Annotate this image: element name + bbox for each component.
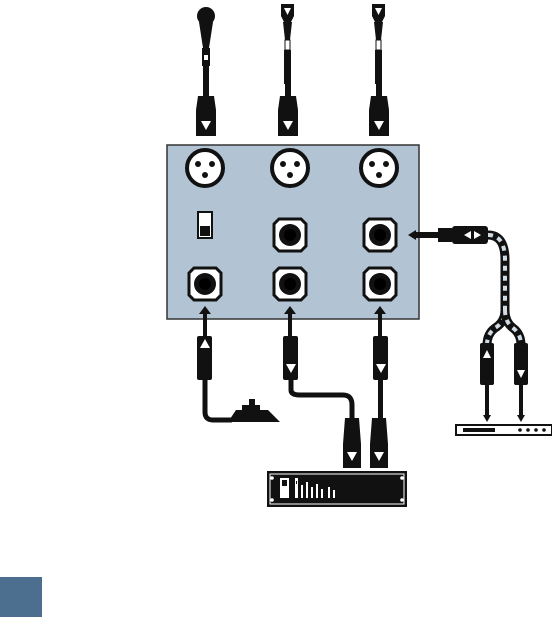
xlr-connector-icon — [196, 84, 216, 136]
xlr-input-3[interactable] — [361, 150, 397, 186]
xlr-input-2[interactable] — [272, 150, 308, 186]
output-cable-2 — [283, 306, 361, 468]
y-insert-cable — [408, 226, 528, 422]
xlr-cable-top-3 — [372, 4, 385, 84]
page-tab — [0, 577, 42, 617]
jack-insert-3[interactable] — [364, 219, 396, 251]
handheld-mic-icon — [197, 7, 215, 66]
xlr-cable-top-2 — [281, 4, 294, 84]
jack-output-2[interactable] — [274, 268, 306, 300]
rack-processor — [267, 471, 407, 507]
xlr-connector-icon — [278, 84, 298, 136]
footswitch-icon — [228, 399, 280, 422]
jack-insert-2[interactable] — [274, 219, 306, 251]
xlr-connector-icon — [369, 84, 389, 136]
jack-output-1[interactable] — [189, 268, 221, 300]
output-cable-3 — [370, 306, 388, 468]
footswitch-cable — [197, 306, 232, 420]
jack-output-3[interactable] — [364, 268, 396, 300]
xlr-input-1[interactable] — [187, 150, 223, 186]
pad-switch[interactable] — [198, 212, 212, 238]
rack-unit-small — [456, 425, 552, 435]
